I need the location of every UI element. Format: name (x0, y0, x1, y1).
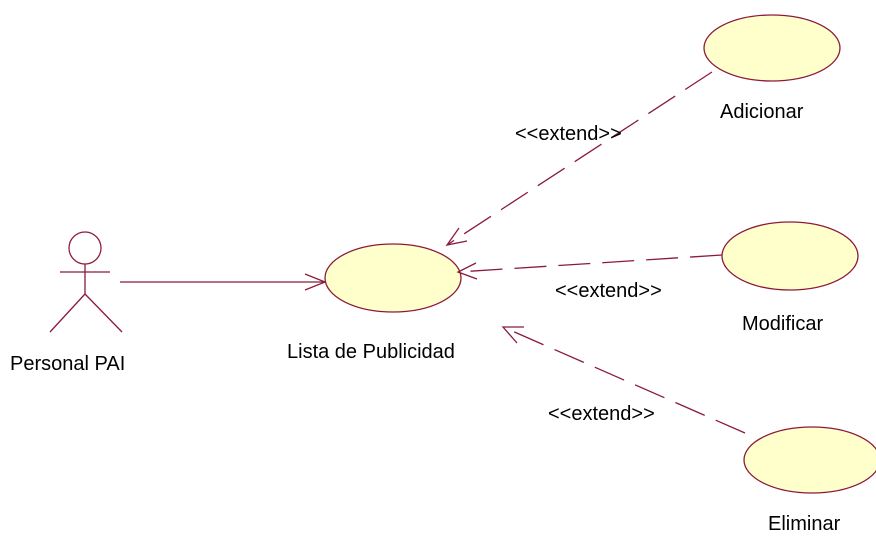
actor-label: Personal PAI (10, 353, 125, 375)
actor-right-leg (84, 293, 123, 333)
use-case-modificar[interactable] (721, 221, 859, 291)
extend-label-modificar: <<extend>> (555, 280, 662, 302)
use-case-adicionar[interactable] (703, 14, 841, 82)
use-case-adicionar-label: Adicionar (720, 101, 804, 123)
use-case-lista-label: Lista de Publicidad (287, 341, 455, 363)
extend-arrowhead-eliminar (501, 326, 524, 344)
extend-label-adicionar: <<extend>> (515, 123, 622, 145)
extend-relation-adicionar[interactable] (445, 71, 713, 246)
use-case-eliminar-label: Eliminar (768, 513, 841, 535)
use-case-lista-de-publicidad[interactable] (324, 243, 462, 313)
use-case-eliminar[interactable] (743, 426, 876, 494)
extend-arrowhead-modificar (456, 262, 478, 280)
actor-left-leg (49, 293, 86, 333)
extend-relation-modificar[interactable] (456, 254, 723, 280)
actor-head (68, 231, 102, 265)
actor-personal-pai[interactable] (49, 231, 123, 333)
use-case-modificar-label: Modificar (742, 313, 823, 335)
extend-arrowhead-adicionar (445, 227, 468, 246)
association-line[interactable] (120, 273, 327, 291)
extend-relation-eliminar[interactable] (501, 326, 746, 434)
extend-label-eliminar: <<extend>> (548, 403, 655, 425)
